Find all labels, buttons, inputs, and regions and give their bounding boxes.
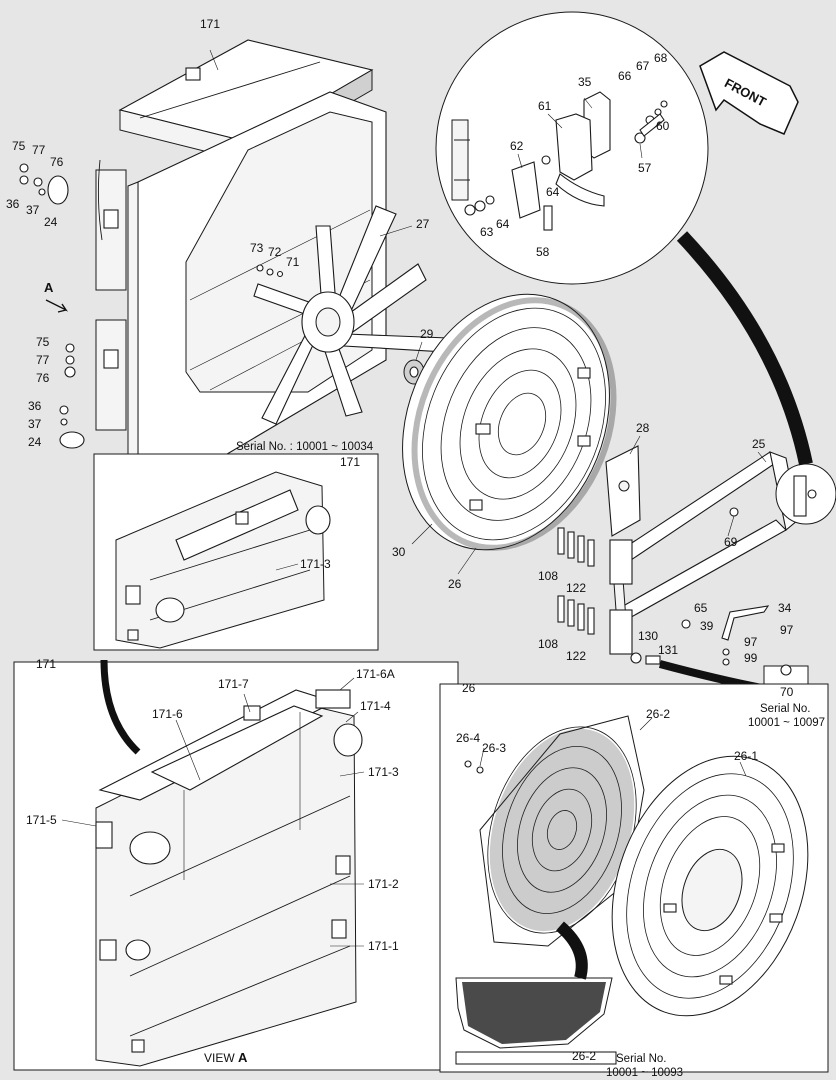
latch-detail: FRONT	[435, 11, 813, 466]
serial-note-10034: Serial No. : 10001 ~ 10034	[236, 441, 374, 453]
callout-171-5: 171-5	[26, 813, 57, 827]
callout-97-right: 97	[780, 623, 794, 637]
fan-guard-assembly	[402, 293, 617, 551]
callout-36-lower: 36	[28, 399, 42, 413]
callout-30: 30	[392, 545, 406, 559]
serial-note-10093-line2: 10001 ~ 10093	[606, 1067, 683, 1079]
callout-63: 63	[480, 225, 494, 239]
callout-76-upper: 76	[50, 155, 64, 169]
fan-guard-26-2	[479, 715, 645, 947]
callout-171-inset: 171	[340, 455, 360, 469]
leader-lines	[61, 49, 767, 947]
serial-note-10097-line2: 10001 ~ 10097	[748, 717, 825, 729]
callout-171-3: 171-3	[368, 765, 399, 779]
callout-68: 68	[654, 51, 668, 65]
callout-171-2: 171-2	[368, 877, 399, 891]
serial-note-10097-line1: Serial No.	[760, 703, 811, 715]
callout-64-right: 64	[546, 185, 560, 199]
callout-67: 67	[636, 59, 650, 73]
callout-122-upper: 122	[566, 581, 586, 595]
callout-24-lower: 24	[28, 435, 42, 449]
callout-71: 71	[286, 255, 300, 269]
callout-34: 34	[778, 601, 792, 615]
view-a-arrow	[45, 299, 69, 313]
callout-25: 25	[752, 437, 766, 451]
callout-29: 29	[420, 327, 434, 341]
callout-37-lower: 37	[28, 417, 42, 431]
callout-77-upper: 77	[32, 143, 46, 157]
callout-57: 57	[638, 161, 652, 175]
callout-171-6: 171-6	[152, 707, 183, 721]
callout-36-upper: 36	[6, 197, 20, 211]
callout-28: 28	[636, 421, 650, 435]
support-frame	[557, 445, 836, 705]
callout-171-6A: 171-6A	[356, 667, 395, 681]
callout-62: 62	[510, 139, 524, 153]
callout-131: 131	[658, 643, 678, 657]
callout-70: 70	[780, 685, 794, 699]
callout-64-left: 64	[496, 217, 510, 231]
callout-76-lower: 76	[36, 371, 50, 385]
callout-26: 26	[448, 577, 462, 591]
callout-171-4: 171-4	[360, 699, 391, 713]
clip-set-upper	[557, 527, 595, 567]
callout-171: 171	[200, 17, 220, 31]
callout-35: 35	[578, 75, 592, 89]
view-a-caption: VIEW A	[204, 1050, 248, 1065]
callout-66: 66	[618, 69, 632, 83]
callout-171-3-inset: 171-3	[300, 557, 331, 571]
callout-171-view-a: 171	[36, 657, 56, 671]
callout-65: 65	[694, 601, 708, 615]
fan-guard-26-1	[611, 755, 809, 1017]
cooling-fan	[253, 205, 449, 425]
callout-130: 130	[638, 629, 658, 643]
callout-26-2-guard: 26-2	[646, 707, 670, 721]
mesh-detail	[455, 921, 617, 1065]
callout-122-lower: 122	[566, 649, 586, 663]
callout-75-lower: 75	[36, 335, 50, 349]
callout-73: 73	[250, 241, 264, 255]
callout-26-1: 26-1	[734, 749, 758, 763]
callout-37-upper: 37	[26, 203, 40, 217]
callout-69: 69	[724, 535, 738, 549]
fan-guard-parts-box	[439, 683, 829, 1073]
clip-set-lower	[557, 595, 595, 635]
callout-24-upper: 24	[44, 215, 58, 229]
view-a-arrow-label: A	[44, 280, 54, 295]
inset-radiator-serial-10034	[93, 453, 379, 651]
callout-26-3: 26-3	[482, 741, 506, 755]
callout-39: 39	[700, 619, 714, 633]
callout-26-4: 26-4	[456, 731, 480, 745]
callout-108-upper: 108	[538, 569, 558, 583]
radiator-assembly	[19, 39, 449, 471]
callout-97-left: 97	[744, 635, 758, 649]
front-direction-arrow: FRONT	[699, 51, 799, 135]
callout-26-box: 26	[462, 681, 476, 695]
callout-75-upper: 75	[12, 139, 26, 153]
callout-108-lower: 108	[538, 637, 558, 651]
callout-72: 72	[268, 245, 282, 259]
callouts: 171 27 73 72 71 75 77 76 36 37 24 A 75 7…	[6, 17, 825, 1079]
callout-58: 58	[536, 245, 550, 259]
callout-171-7: 171-7	[218, 677, 249, 691]
callout-27: 27	[416, 217, 430, 231]
callout-61: 61	[538, 99, 552, 113]
callout-99: 99	[744, 651, 758, 665]
callout-171-1: 171-1	[368, 939, 399, 953]
callout-26-2-mesh: 26-2	[572, 1049, 596, 1063]
serial-note-10093-line1: Serial No.	[616, 1053, 667, 1065]
view-a-radiator	[13, 659, 459, 1071]
callout-60: 60	[656, 119, 670, 133]
callout-77-lower: 77	[36, 353, 50, 367]
